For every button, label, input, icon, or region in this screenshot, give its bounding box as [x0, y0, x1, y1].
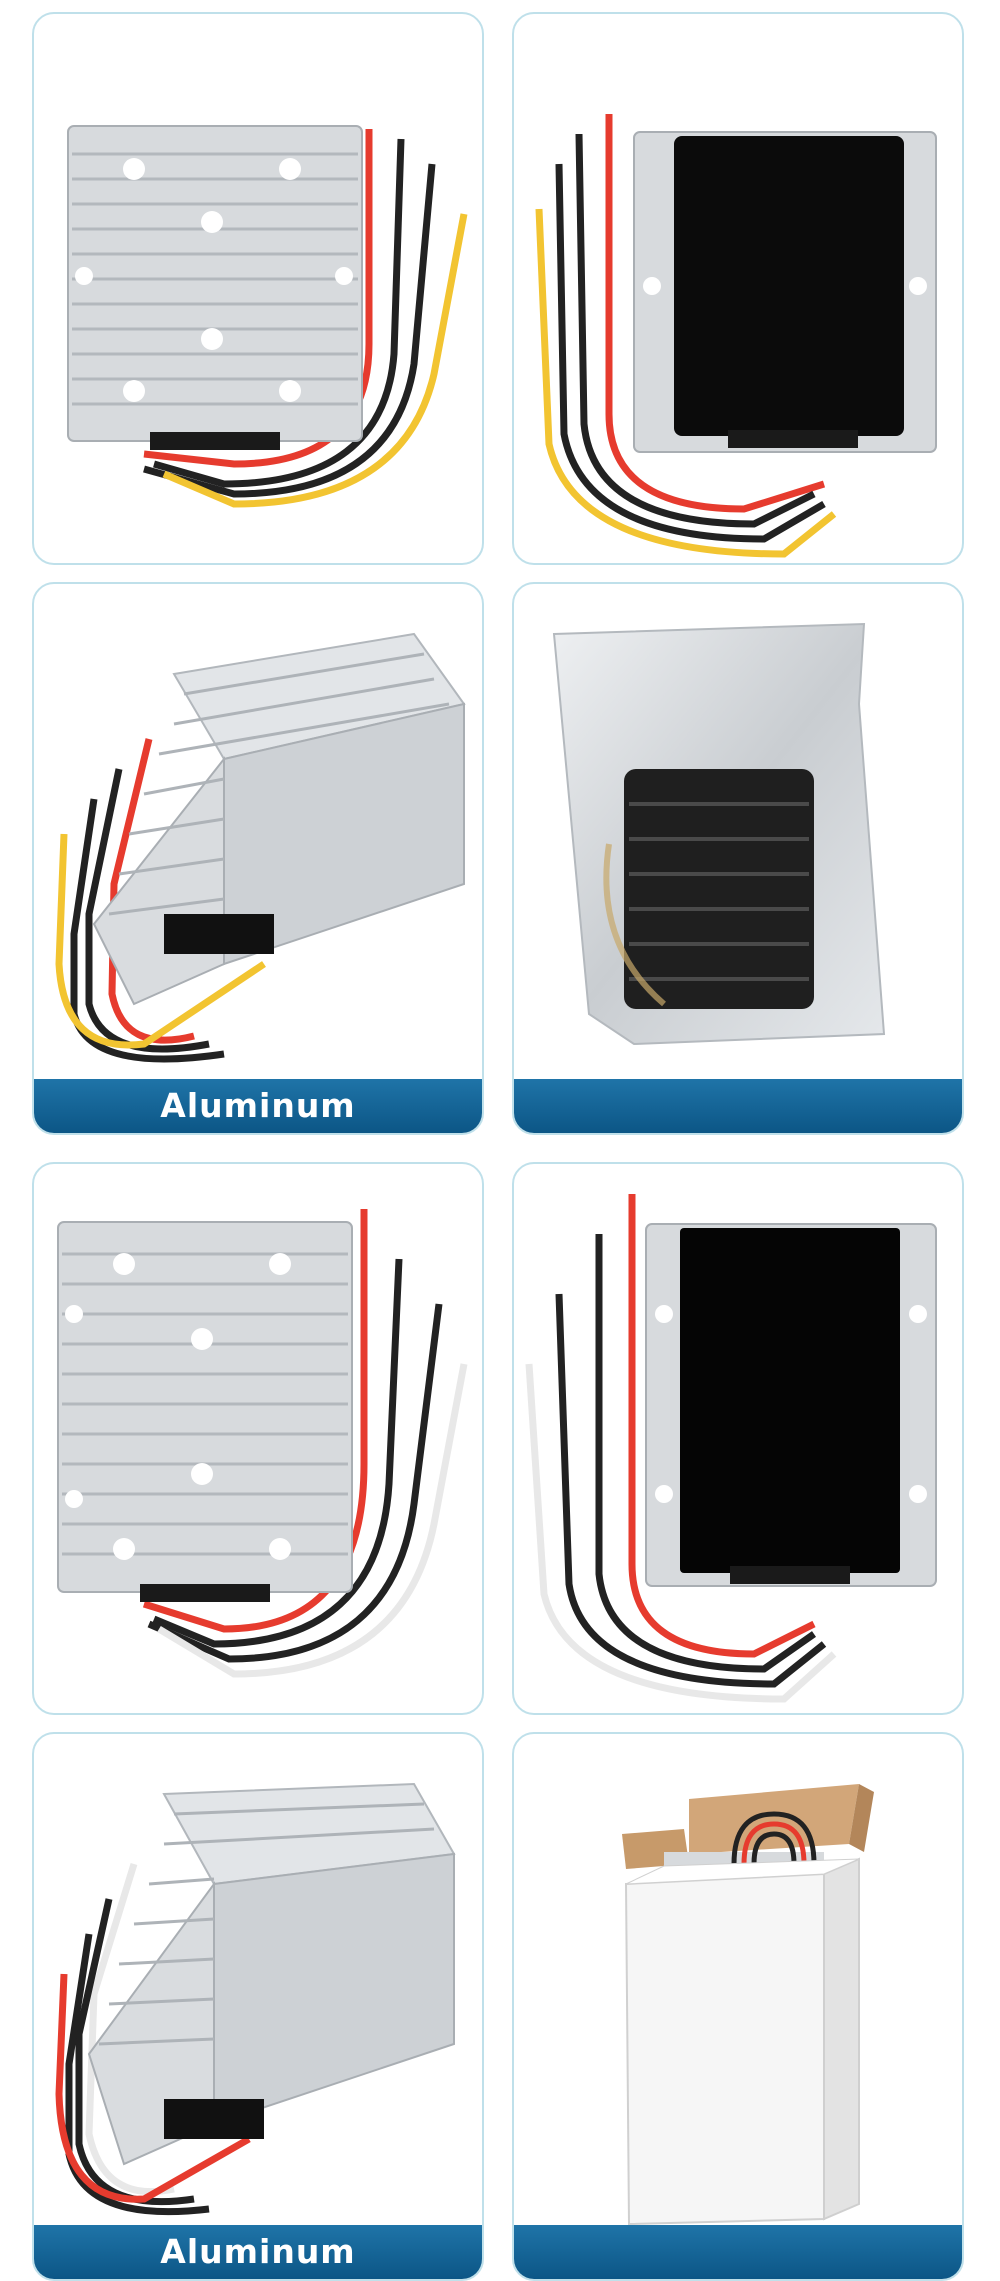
product-image-retail-box: [512, 1732, 964, 2281]
product-image-black-back-white-wires: [512, 1162, 964, 1715]
product-image-silver-front: [32, 12, 484, 565]
material-banner: Aluminum: [34, 1079, 482, 1133]
product-image-silver-front-white-wires: [32, 1162, 484, 1715]
material-banner: Aluminum: [34, 2225, 482, 2279]
material-banner: [514, 1079, 962, 1133]
product-image-silver-angle-white-wires: Aluminum: [32, 1732, 484, 2281]
product-image-sealed-bag: [512, 582, 964, 1135]
material-banner: [514, 2225, 962, 2279]
product-image-silver-angle: Aluminum: [32, 582, 484, 1135]
product-image-black-back: [512, 12, 964, 565]
